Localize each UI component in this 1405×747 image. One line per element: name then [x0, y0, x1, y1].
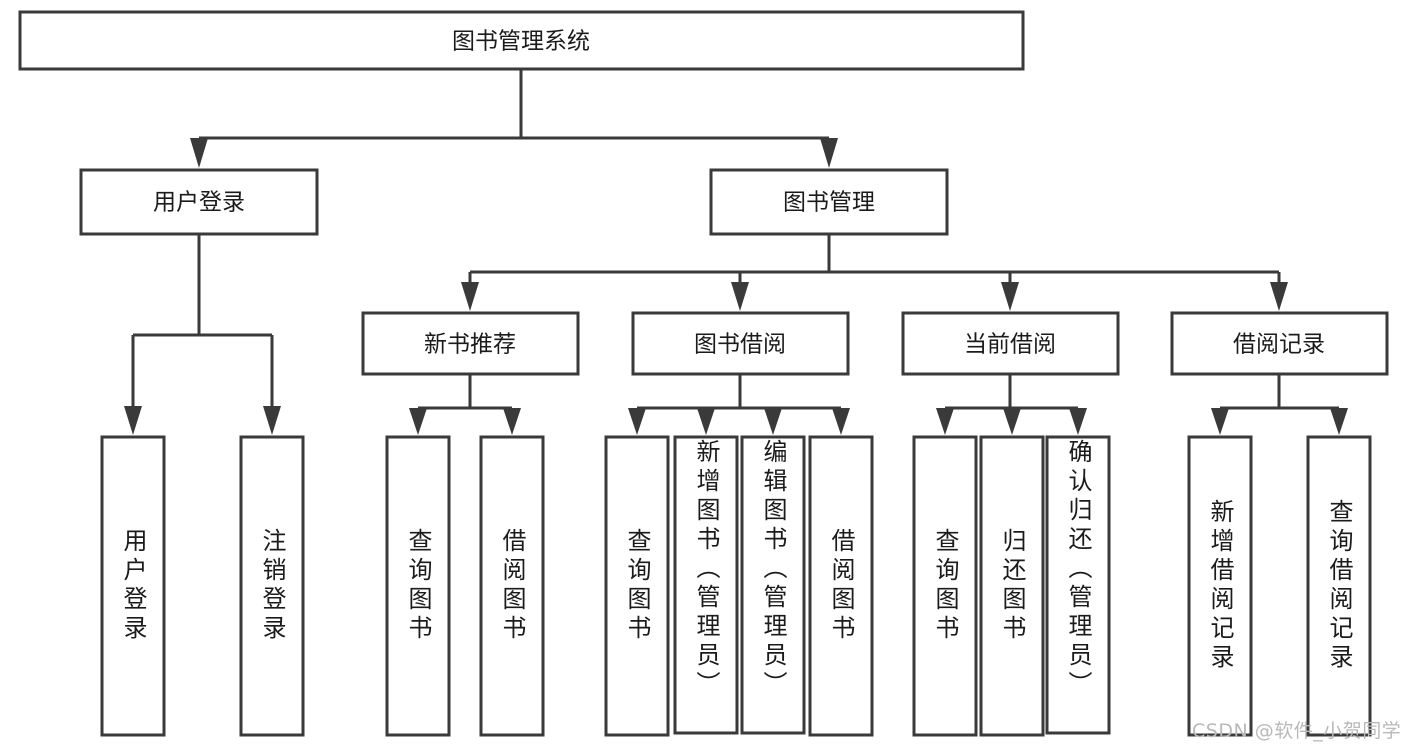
leaf-node-edit-book-admin[interactable]: 编辑图书（管理员）: [740, 435, 806, 735]
node-book-management-label: 图书管理: [783, 190, 875, 216]
watermark-text: CSDN @软件_小贺同学: [1192, 720, 1402, 742]
leaf-box: [740, 435, 806, 735]
node-root-box: [18, 10, 1025, 71]
leaf-node-add-book-admin[interactable]: 新增图书（管理员）: [673, 435, 739, 735]
arrow-head-icon: [263, 406, 281, 435]
leaf-node-query-borrow-record[interactable]: 查询借阅记录: [1306, 435, 1372, 737]
arrow-head-icon: [1270, 282, 1288, 311]
node-book-management[interactable]: 图书管理: [709, 168, 949, 236]
arrow-head-icon: [190, 138, 208, 168]
leaf-label: 归还图书: [998, 528, 1026, 644]
connector-group-user-login: [124, 234, 281, 435]
leaf-label: 借阅图书: [827, 528, 855, 644]
node-user-login[interactable]: 用户登录: [79, 168, 319, 236]
connector-group-root: [190, 69, 838, 168]
node-book-borrow-box: [631, 311, 850, 376]
leaf-label: 查询图书: [931, 528, 959, 644]
leaf-box: [808, 435, 874, 737]
arrow-head-icon: [461, 282, 479, 311]
leaf-label: 新增借阅记录: [1206, 499, 1234, 673]
leaf-label: 查询图书: [404, 528, 432, 644]
arrow-head-icon: [124, 406, 142, 435]
arrow-head-icon: [731, 282, 749, 311]
leaf-label: 注销登录: [258, 528, 286, 644]
node-book-borrow-label: 图书借阅: [694, 332, 786, 358]
arrow-head-icon: [936, 408, 954, 435]
leaf-node-query-book-borrow[interactable]: 查询图书: [604, 435, 670, 737]
leaf-label: 编辑图书（管理员）: [759, 439, 787, 700]
node-user-login-box: [79, 168, 319, 236]
node-borrow-record-label: 借阅记录: [1233, 332, 1325, 358]
leaf-label: 新增图书（管理员）: [692, 439, 720, 700]
leaf-box: [979, 435, 1045, 737]
arrow-head-icon: [1330, 408, 1348, 435]
node-borrow-record-box: [1170, 311, 1389, 376]
arrow-head-icon: [503, 408, 521, 435]
node-new-book-recommend-label: 新书推荐: [424, 332, 516, 358]
arrow-head-icon: [1211, 408, 1229, 435]
arrow-head-icon: [832, 408, 850, 435]
leaf-node-add-borrow-record[interactable]: 新增借阅记录: [1187, 435, 1253, 737]
leaf-box: [1187, 435, 1253, 737]
arrow-head-icon: [409, 408, 427, 435]
leaf-box: [100, 435, 166, 737]
node-current-borrow-label: 当前借阅: [964, 332, 1056, 358]
connector-group-book-management: [461, 234, 1288, 311]
leaf-node-query-book-current[interactable]: 查询图书: [912, 435, 978, 737]
leaf-box: [385, 435, 451, 737]
leaf-label: 用户登录: [119, 528, 147, 644]
leaf-box: [912, 435, 978, 737]
connector-group-leaves: [409, 374, 1348, 435]
leaf-box: [673, 435, 739, 735]
node-current-borrow[interactable]: 当前借阅: [901, 311, 1120, 376]
arrow-head-icon: [820, 138, 838, 168]
node-new-book-recommend[interactable]: 新书推荐: [361, 311, 580, 376]
leaf-box: [479, 435, 545, 737]
leaf-label: 查询借阅记录: [1325, 499, 1353, 673]
arrow-head-icon: [1003, 408, 1021, 435]
leaf-label: 确认归还（管理员）: [1064, 439, 1092, 700]
leaf-box: [1045, 435, 1111, 735]
leaf-node-logout[interactable]: 注销登录: [239, 435, 305, 737]
leaf-label: 查询图书: [623, 528, 651, 644]
leaf-box: [239, 435, 305, 737]
node-user-login-label: 用户登录: [153, 190, 245, 216]
leaf-node-user-login[interactable]: 用户登录: [100, 435, 166, 737]
arrow-head-icon: [764, 408, 782, 435]
leaf-node-confirm-return-admin[interactable]: 确认归还（管理员）: [1045, 435, 1111, 735]
arrow-head-icon: [697, 408, 715, 435]
arrow-head-icon: [1069, 408, 1087, 435]
leaf-node-query-book-recommend[interactable]: 查询图书: [385, 435, 451, 737]
leaf-node-return-book[interactable]: 归还图书: [979, 435, 1045, 737]
node-root-system[interactable]: 图书管理系统: [18, 10, 1025, 71]
node-book-borrow[interactable]: 图书借阅: [631, 311, 850, 376]
arrow-head-icon: [628, 408, 646, 435]
leaf-node-borrow-book-recommend[interactable]: 借阅图书: [479, 435, 545, 737]
node-borrow-record[interactable]: 借阅记录: [1170, 311, 1389, 376]
node-book-management-box: [709, 168, 949, 236]
leaf-label: 借阅图书: [498, 528, 526, 644]
leaf-box: [604, 435, 670, 737]
node-new-book-recommend-box: [361, 311, 580, 376]
leaf-box: [1306, 435, 1372, 737]
node-current-borrow-box: [901, 311, 1120, 376]
arrow-head-icon: [1001, 282, 1019, 311]
node-root-label: 图书管理系统: [452, 29, 590, 55]
leaf-node-borrow-book[interactable]: 借阅图书: [808, 435, 874, 737]
